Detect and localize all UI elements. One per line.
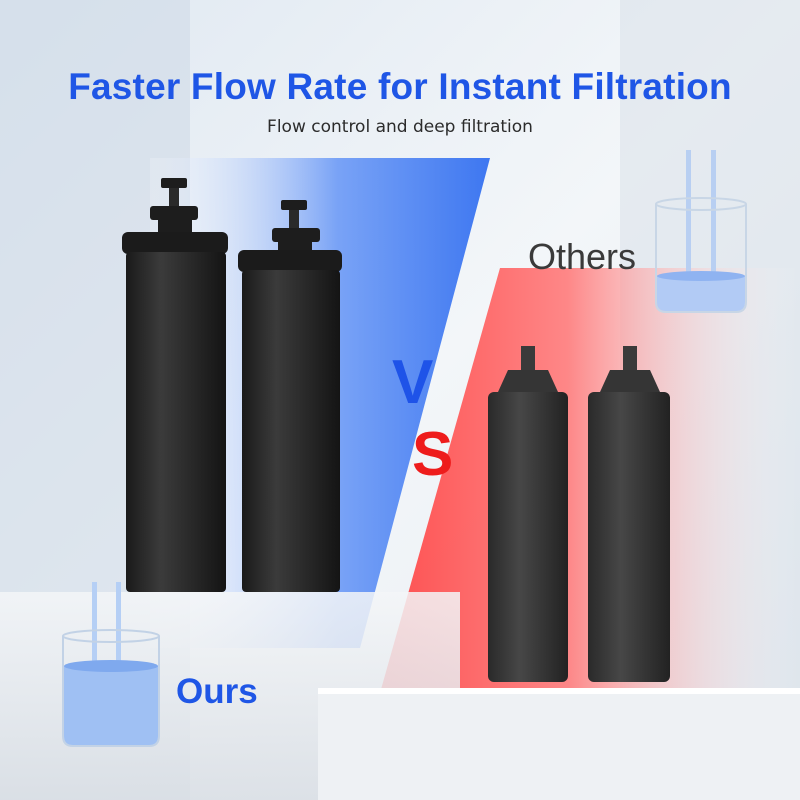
headline: Faster Flow Rate for Instant Filtration xyxy=(68,66,732,107)
ours-label: Ours xyxy=(176,672,258,711)
others-label: Others xyxy=(528,236,637,277)
ours-filter-right xyxy=(238,200,342,592)
others-filter-right xyxy=(588,346,670,682)
ours-glass-icon xyxy=(62,582,160,747)
ours-filter-left xyxy=(122,178,228,592)
others-glass-icon xyxy=(655,150,747,313)
subheadline: Flow control and deep filtration xyxy=(267,117,533,137)
others-filter-left xyxy=(488,346,568,682)
vs-letter-s: S xyxy=(412,420,454,489)
vs-letter-v: V xyxy=(392,348,434,417)
